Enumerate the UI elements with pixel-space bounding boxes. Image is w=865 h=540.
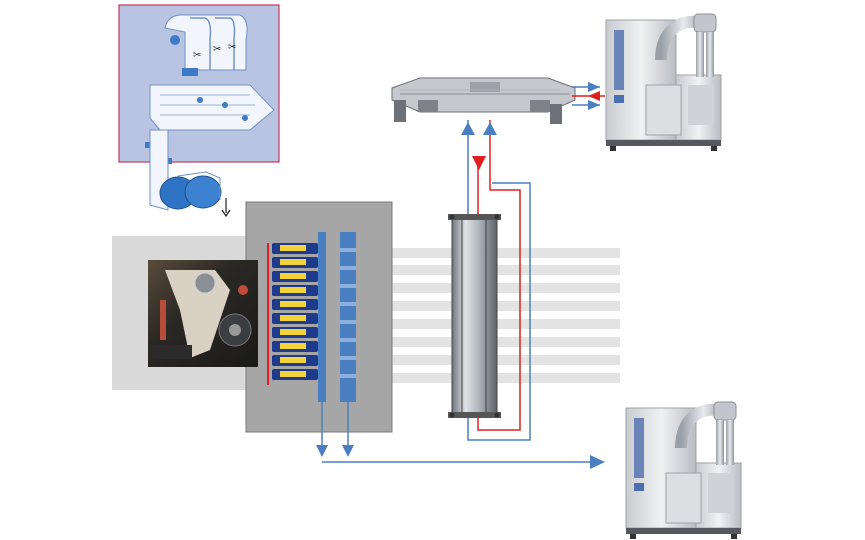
flow-arrow-icon — [472, 156, 486, 170]
flow-arrow-icon — [588, 91, 600, 101]
svg-text:✂: ✂ — [213, 44, 221, 55]
cooling-unit-icon — [626, 402, 741, 539]
hardware-photo-icon — [148, 260, 258, 367]
cooling-unit-icon — [606, 14, 721, 151]
flow-arrow-icon — [588, 100, 600, 110]
supply-bar-1 — [318, 232, 326, 402]
bundle-cutting-schematic-icon: ✂ ✂ ✂ — [118, 4, 280, 218]
svg-text:✂: ✂ — [228, 42, 236, 53]
flow-arrow-icon — [483, 122, 497, 135]
flow-arrow-icon — [588, 82, 600, 92]
flow-arrow-icon — [461, 122, 475, 135]
connector-module-stack — [267, 243, 318, 385]
flow-arrow-icon — [342, 445, 354, 457]
sample-holder-icon — [391, 77, 576, 124]
exchanger-column-icon — [448, 214, 501, 418]
flow-arrow-icon — [590, 455, 605, 469]
flow-arrow-icon — [316, 445, 328, 457]
svg-text:✂: ✂ — [193, 50, 201, 61]
